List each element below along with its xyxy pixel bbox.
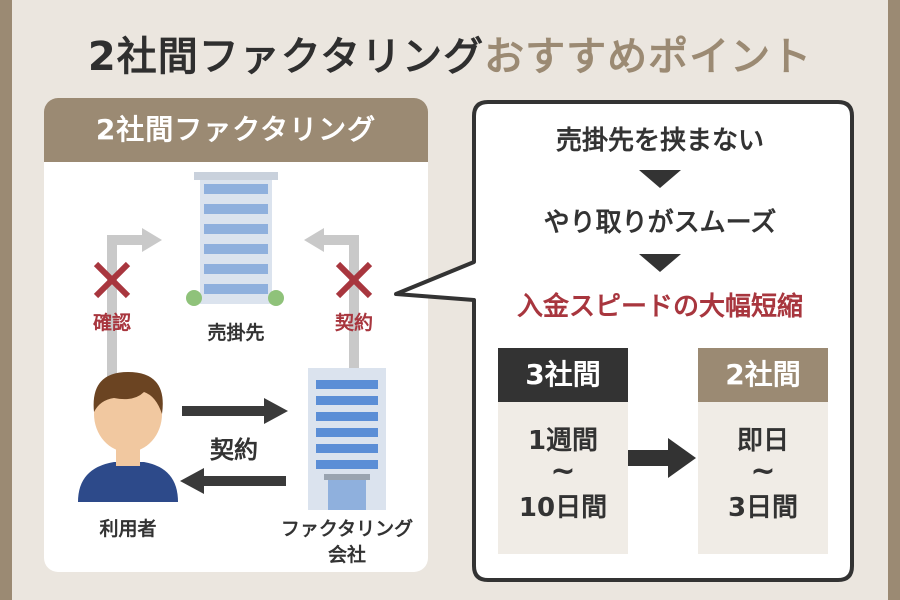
company-label-line1: ファクタリング <box>280 518 414 540</box>
comparison-arrow <box>628 438 696 478</box>
three-party-line1: 1週間 <box>527 426 599 456</box>
return-arrow <box>180 468 286 494</box>
two-party-line2: 3日間 <box>727 493 799 523</box>
user-label: 利用者 <box>99 518 157 540</box>
three-party-header: 3社間 <box>498 348 628 402</box>
left-panel-header: 2社間ファクタリング <box>44 98 428 162</box>
left-panel: 2社間ファクタリング <box>44 98 428 572</box>
company-label: ファクタリング 会社 <box>272 516 422 568</box>
contract-arrow-head <box>304 228 324 252</box>
contract-label-top: 契約 <box>334 312 373 334</box>
flow-step-1-text: 売掛先を挟まない <box>555 126 764 156</box>
forward-arrow <box>182 398 288 424</box>
confirm-x-icon <box>93 261 131 299</box>
company-label-line2: 会社 <box>327 544 366 566</box>
page-title: 2社間ファクタリングおすすめポイント <box>0 24 900 82</box>
two-party-tilde: ~ <box>750 454 776 489</box>
down-triangle-icon <box>639 170 681 188</box>
two-party-line1: 即日 <box>736 426 789 456</box>
flow-arrow-1 <box>476 170 844 188</box>
three-party-line2: 10日間 <box>518 493 608 523</box>
two-party-header: 2社間 <box>698 348 828 402</box>
down-triangle-icon <box>639 254 681 272</box>
flow-step-1: 売掛先を挟まない <box>476 120 844 157</box>
three-party-tilde: ~ <box>550 454 576 489</box>
left-panel-body: 売掛先 確認 契約 契約 利用者 ファクタリング 会社 <box>44 162 428 572</box>
confirm-arrow-head <box>142 228 162 252</box>
contract-x-icon <box>335 261 373 299</box>
flow-step-2-text: やり取りがスムーズ <box>543 208 777 238</box>
flow-result: 入金スピードの大幅短縮 <box>476 286 844 323</box>
two-party-box: 2社間 即日 ~ 3日間 <box>698 348 828 554</box>
title-main: 2社間ファクタリング <box>87 34 485 80</box>
title-accent: おすすめポイント <box>484 34 813 80</box>
user-icon <box>78 372 178 502</box>
three-party-box: 3社間 1週間 ~ 10日間 <box>498 348 628 554</box>
contract-label-middle: 契約 <box>210 436 258 464</box>
flow-arrow-2 <box>476 254 844 272</box>
contract-arrow <box>322 235 359 402</box>
factoring-company-building-icon <box>308 368 386 510</box>
relationship-diagram <box>78 172 386 510</box>
customer-building-icon <box>186 172 284 306</box>
flow-result-text: 入金スピードの大幅短縮 <box>516 292 803 322</box>
customer-label: 売掛先 <box>207 322 265 344</box>
confirm-label: 確認 <box>92 312 131 334</box>
confirm-arrow <box>107 235 144 402</box>
flow-step-2: やり取りがスムーズ <box>476 202 844 239</box>
